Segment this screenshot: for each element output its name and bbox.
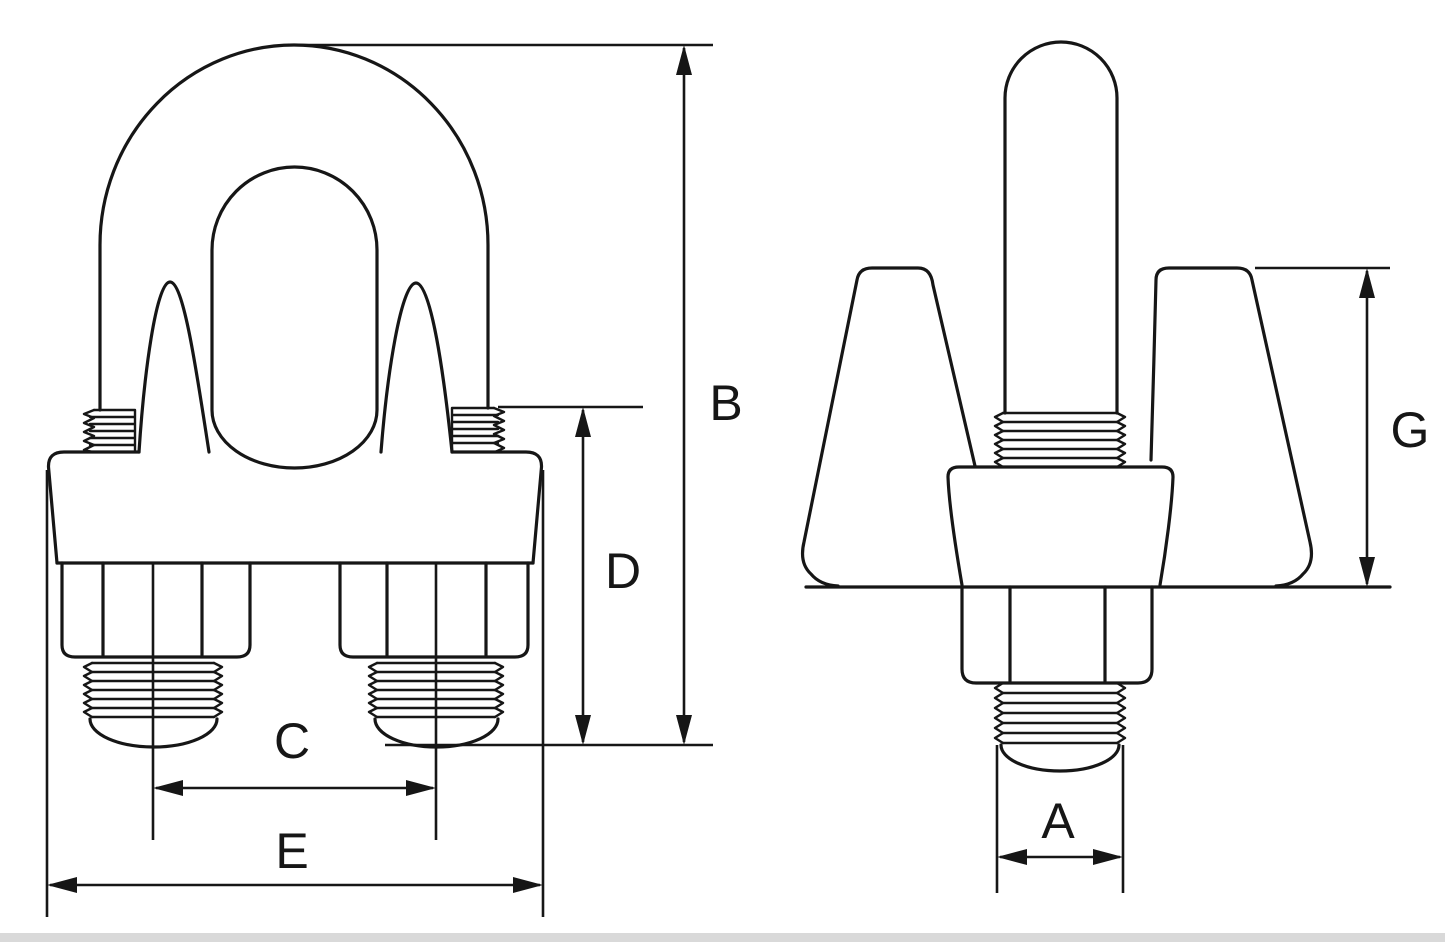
right-bolt-thread-teeth xyxy=(367,661,505,719)
right-leg-threads xyxy=(450,406,506,454)
saddle-horn-left xyxy=(137,280,211,454)
dim-a-arrow-left xyxy=(997,849,1027,865)
dim-b-arrow-top xyxy=(676,45,692,75)
front-view xyxy=(46,43,544,840)
dim-d-arrow-top xyxy=(575,407,591,437)
right-nut xyxy=(338,561,530,659)
dim-d-arrow-bottom xyxy=(575,715,591,745)
side-nut-facets xyxy=(1008,585,1107,683)
saddle-left-shoulder xyxy=(46,450,141,565)
dim-b-arrow-bottom xyxy=(676,715,692,745)
u-bolt-outline xyxy=(98,43,490,412)
dim-label-a: A xyxy=(1041,793,1075,849)
dim-label-g: G xyxy=(1391,402,1430,458)
saddle-horn-right xyxy=(379,281,454,454)
side-saddle-boss xyxy=(946,465,1175,587)
side-upper-thread-teeth xyxy=(993,411,1127,469)
side-wing-right xyxy=(1149,266,1314,588)
front-view-dimensions: B D C E xyxy=(45,43,743,917)
left-nut-facets xyxy=(101,561,204,657)
side-nut xyxy=(960,585,1154,685)
left-bolt-thread-teeth xyxy=(82,661,224,719)
dim-g-arrow-bottom xyxy=(1359,557,1375,587)
dim-c-arrow-right xyxy=(406,780,436,796)
bottom-bar xyxy=(0,933,1445,942)
rope-opening-outline xyxy=(210,165,379,470)
side-view xyxy=(800,40,1392,773)
left-leg-thread-teeth xyxy=(82,408,96,454)
side-bolt-end xyxy=(993,681,1127,773)
dim-a-arrow-right xyxy=(1093,849,1123,865)
side-bolt-tip xyxy=(999,743,1121,773)
dim-label-d: D xyxy=(605,543,641,599)
side-upper-threads xyxy=(993,411,1127,469)
dim-label-c: C xyxy=(274,713,310,769)
side-wing-left xyxy=(800,266,977,588)
left-nut-outline xyxy=(60,561,252,659)
side-nut-outline xyxy=(960,585,1154,685)
saddle-right-shoulder xyxy=(450,450,544,565)
left-nut xyxy=(60,561,252,659)
side-bolt-thread-teeth xyxy=(993,681,1127,745)
dim-e-arrow-left xyxy=(47,877,77,893)
right-nut-facets xyxy=(385,561,488,657)
dim-g-arrow-top xyxy=(1359,268,1375,298)
dim-label-e: E xyxy=(275,823,308,879)
side-view-dimensions: G A xyxy=(995,266,1430,893)
dim-e-arrow-right xyxy=(513,877,543,893)
right-nut-outline xyxy=(338,561,530,659)
side-bolt-shank xyxy=(1003,40,1119,415)
left-leg-threads xyxy=(82,408,137,454)
dim-label-b: B xyxy=(709,375,742,431)
dim-c-arrow-left xyxy=(153,780,183,796)
right-leg-thread-teeth xyxy=(492,406,506,454)
